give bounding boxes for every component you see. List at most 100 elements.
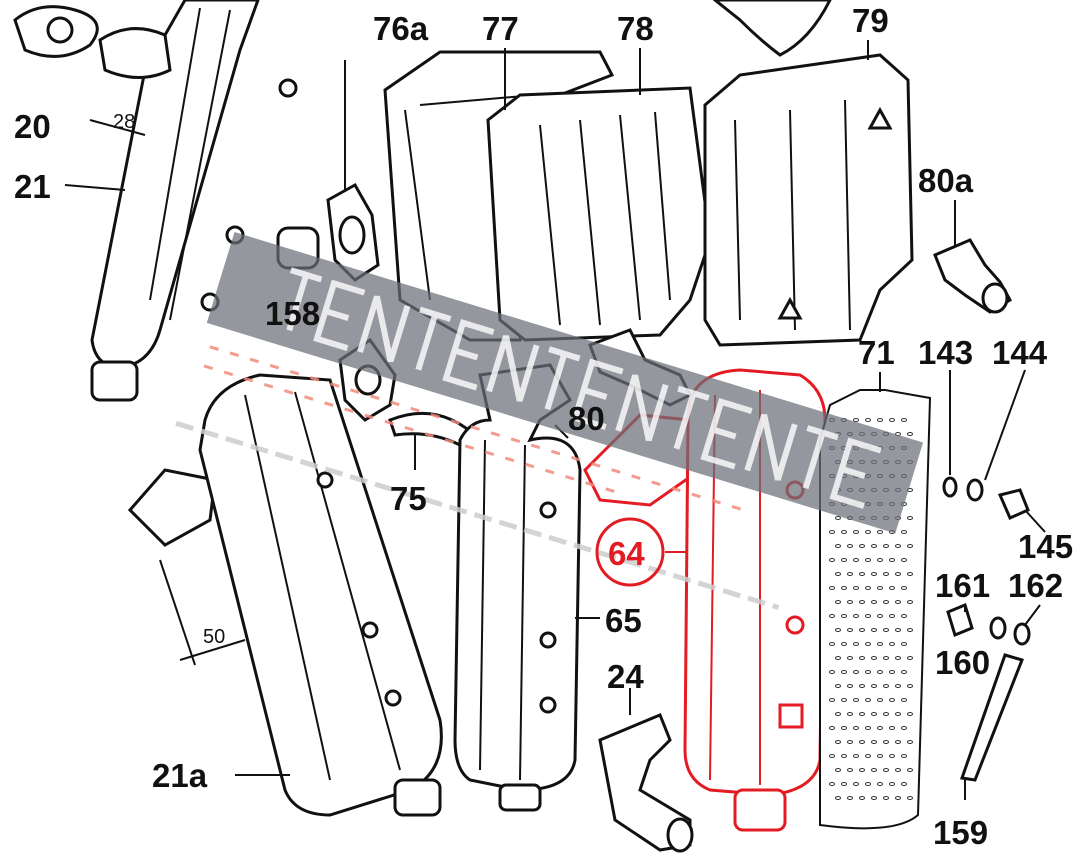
cover-79	[703, 53, 914, 347]
perforation-hole	[883, 712, 889, 716]
perforation-hole	[871, 740, 877, 744]
perforation-hole	[901, 642, 907, 646]
label-159: 159	[933, 814, 988, 851]
perforation-hole	[841, 614, 847, 618]
label-80a: 80a	[918, 162, 974, 199]
perforation-hole	[847, 544, 853, 548]
watermark-letter-stroke	[357, 295, 411, 363]
perforation-hole	[877, 726, 883, 730]
perforation-hole	[847, 656, 853, 660]
label-144: 144	[992, 334, 1048, 371]
perforation-hole	[859, 712, 865, 716]
watermark-letter-stroke	[744, 414, 798, 481]
perforation-hole	[841, 782, 847, 786]
perforation-hole	[859, 740, 865, 744]
perforation-hole	[901, 586, 907, 590]
label-158: 158	[265, 295, 320, 332]
filter-element-78	[486, 86, 712, 342]
perforation-hole	[895, 600, 901, 604]
muffler-21	[90, 0, 298, 402]
perforation-hole	[883, 544, 889, 548]
perforation-hole	[841, 698, 847, 702]
perforation-hole	[829, 754, 835, 758]
label-78: 78	[617, 10, 654, 47]
perforation-hole	[841, 586, 847, 590]
perforation-hole	[907, 768, 913, 772]
perforation-hole	[865, 642, 871, 646]
label-76a: 76a	[373, 10, 429, 47]
perforation-hole	[829, 726, 835, 730]
perforation-hole	[877, 418, 883, 422]
perforation-hole	[829, 614, 835, 618]
label-143: 143	[918, 334, 973, 371]
perforation-hole	[853, 586, 859, 590]
perforation-hole	[883, 656, 889, 660]
perforation-hole	[889, 754, 895, 758]
watermark-letter-stroke	[829, 437, 882, 509]
perforation-hole	[865, 754, 871, 758]
label-20: 20	[14, 108, 51, 145]
watermark-letter-stroke	[442, 319, 495, 391]
watermark-letter-stroke	[486, 335, 540, 402]
perforation-hole	[829, 558, 835, 562]
perforation-hole	[895, 656, 901, 660]
perforation-hole	[847, 628, 853, 632]
watermark-letter-stroke	[673, 385, 710, 450]
perforation-hole	[865, 586, 871, 590]
perforation-hole	[883, 768, 889, 772]
watermark-letter-stroke	[286, 267, 323, 332]
perforation-hole	[859, 600, 865, 604]
perforation-hole	[907, 656, 913, 660]
perforation-hole	[907, 516, 913, 520]
perforation-hole	[907, 740, 913, 744]
perforation-hole	[907, 712, 913, 716]
perforation-hole	[835, 572, 841, 576]
perforation-hole	[907, 628, 913, 632]
perforation-hole	[847, 600, 853, 604]
perforation-hole	[889, 782, 895, 786]
watermark	[175, 232, 924, 610]
perforation-hole	[907, 684, 913, 688]
perforation-hole	[859, 656, 865, 660]
highlight-circle	[595, 517, 665, 587]
label-71: 71	[858, 334, 895, 371]
perforation-hole	[889, 726, 895, 730]
perforation-hole	[883, 600, 889, 604]
perforation-hole	[835, 656, 841, 660]
perforation-hole	[859, 796, 865, 800]
perforation-hole	[853, 754, 859, 758]
perforation-hole	[883, 796, 889, 800]
label-64: 64	[608, 535, 645, 572]
flange-20	[13, 5, 172, 79]
gasket-76a	[326, 182, 380, 282]
perforation-hole	[853, 530, 859, 534]
perforation-hole	[859, 684, 865, 688]
perforation-hole	[901, 558, 907, 562]
perforation-hole	[865, 530, 871, 534]
label-75: 75	[390, 480, 427, 517]
bracket-top	[712, 0, 832, 57]
perforation-hole	[871, 600, 877, 604]
label-65: 65	[605, 602, 642, 639]
perforation-hole	[877, 754, 883, 758]
perforation-hole	[907, 600, 913, 604]
perforation-hole	[835, 796, 841, 800]
label-160: 160	[935, 644, 990, 681]
label-77: 77	[482, 10, 519, 47]
perforation-hole	[901, 726, 907, 730]
perforation-hole	[853, 726, 859, 730]
perforation-hole	[889, 418, 895, 422]
perforation-hole	[871, 572, 877, 576]
perforation-hole	[877, 558, 883, 562]
perforation-hole	[871, 684, 877, 688]
perforation-hole	[829, 586, 835, 590]
perforation-hole	[835, 544, 841, 548]
elbow-80a	[933, 238, 1013, 314]
watermark-letter-stroke	[313, 279, 366, 352]
bracket-159	[959, 653, 1024, 782]
perforation-hole	[889, 586, 895, 590]
muffler-21a	[127, 373, 443, 817]
perforation-hole	[871, 656, 877, 660]
